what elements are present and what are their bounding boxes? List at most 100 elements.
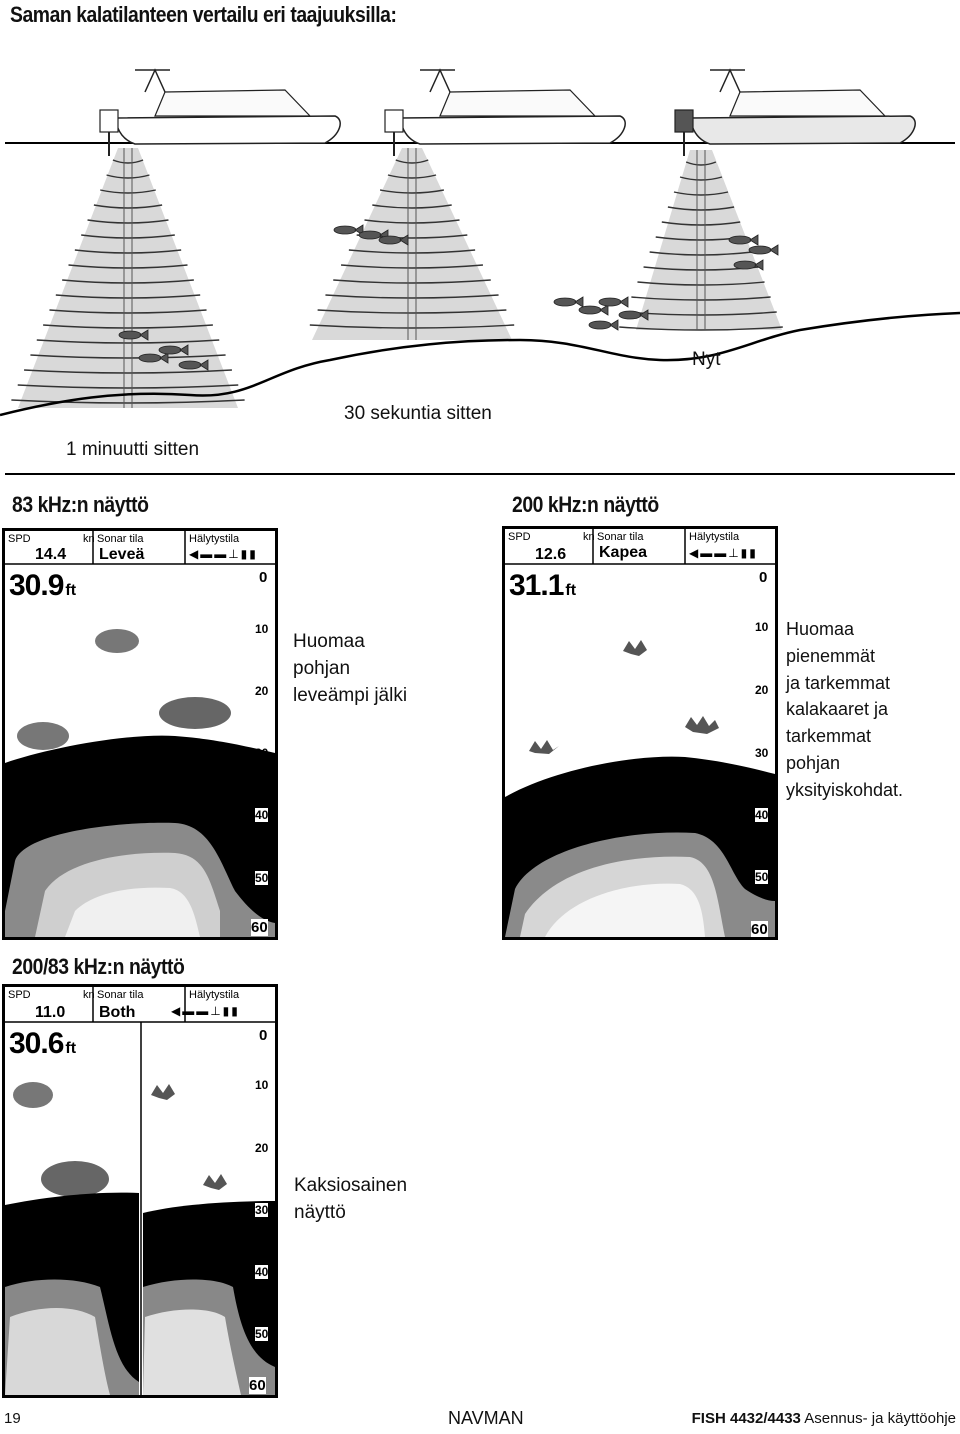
- fish-echo: [203, 1174, 227, 1190]
- fish-echo: [41, 1161, 109, 1197]
- sonar-mode-value: Both: [99, 1004, 135, 1022]
- alarm-icons: ◀▬▬⊥▮▮: [171, 1004, 240, 1018]
- depth-tick: 40: [255, 1265, 268, 1279]
- brand-name: NAVMAN: [448, 1408, 524, 1429]
- depth-unit: ft: [65, 1040, 76, 1057]
- fish-echo: [159, 697, 231, 729]
- speed-unit-label: kn: [583, 531, 595, 543]
- fish-echo: [17, 722, 69, 750]
- depth-tick: 40: [255, 808, 268, 822]
- alarm-status-label: Hälytystila: [189, 989, 239, 1001]
- depth-tick: 60: [751, 921, 768, 938]
- caption-line: ja tarkemmat: [786, 670, 903, 697]
- alarm-icons: ◀▬▬⊥▮▮: [189, 547, 258, 561]
- label-now: Nyt: [692, 346, 721, 373]
- depth-tick: 0: [759, 569, 767, 586]
- depth-tick: 30: [255, 1203, 268, 1217]
- document-title-rest: Asennus- ja käyttöohje: [801, 1410, 956, 1427]
- depth-tick: 40: [755, 808, 768, 822]
- fish-echo: [95, 629, 139, 653]
- fish-echo: [151, 1084, 175, 1100]
- alarm-status-label: Hälytystila: [189, 533, 239, 545]
- section-title-200khz: 200 kHz:n näyttö: [512, 492, 659, 518]
- caption-line: leveämpi jälki: [293, 682, 407, 709]
- alarm-status-label: Hälytystila: [689, 531, 739, 543]
- boat: [385, 70, 625, 156]
- speed-value: 12.6: [535, 546, 566, 564]
- caption-line: pohjan: [786, 750, 903, 777]
- depth-tick: 20: [755, 683, 768, 697]
- caption-line: tarkemmat: [786, 723, 903, 750]
- depth-tick: 10: [255, 1078, 268, 1092]
- caption-line: pienemmät: [786, 643, 903, 670]
- depth-tick: 50: [255, 871, 268, 885]
- depth-value: 31.1: [509, 569, 563, 602]
- document-title-model: FISH 4432/4433: [692, 1410, 801, 1427]
- sonar-mode-label: Sonar tila: [97, 989, 143, 1001]
- sonar-mode-label: Sonar tila: [597, 531, 643, 543]
- caption-line: Kaksiosainen: [294, 1172, 407, 1199]
- caption-line: pohjan: [293, 655, 407, 682]
- speed-value: 11.0: [35, 1004, 65, 1022]
- depth-tick: 0: [259, 569, 267, 586]
- caption-line: Huomaa: [293, 628, 407, 655]
- depth-tick: 20: [255, 684, 268, 698]
- sonar-screen-200khz: SPD kn Sonar tila Hälytystila 12.6 Kapea…: [502, 526, 778, 940]
- fish-icon: [589, 320, 618, 330]
- alarm-icons: ◀▬▬⊥▮▮: [689, 546, 758, 560]
- section-title-83khz: 83 kHz:n näyttö: [12, 492, 148, 518]
- sonar-mode-value: Leveä: [99, 546, 144, 564]
- section-title-dual: 200/83 kHz:n näyttö: [12, 954, 184, 980]
- fish-echo: [13, 1082, 53, 1108]
- depth-tick: 60: [249, 1377, 266, 1394]
- caption-dual: Kaksiosainen näyttö: [294, 1172, 407, 1226]
- depth-value: 30.6: [9, 1027, 63, 1060]
- sonar-screen-dual: SPD kn Sonar tila Hälytystila 11.0 Both …: [2, 984, 278, 1398]
- depth-tick: 30: [755, 746, 768, 760]
- fish-echo: [529, 740, 559, 754]
- fish-icon: [734, 260, 763, 270]
- fish-icon: [579, 305, 608, 315]
- speed-label: SPD: [8, 989, 31, 1001]
- speed-value: 14.4: [35, 546, 66, 564]
- page-title: Saman kalatilanteen vertailu eri taajuuk…: [10, 2, 396, 28]
- depth-unit: ft: [565, 582, 576, 599]
- label-1-minute-ago: 1 minuutti sitten: [66, 436, 199, 463]
- depth-tick: 60: [251, 919, 268, 936]
- caption-line: näyttö: [294, 1199, 407, 1226]
- fish-icon: [334, 225, 363, 235]
- speed-unit-label: kn: [83, 989, 95, 1001]
- speed-label: SPD: [8, 533, 31, 545]
- caption-200khz: Huomaa pienemmät ja tarkemmat kalakaaret…: [786, 616, 903, 804]
- sonar-mode-value: Kapea: [599, 544, 647, 562]
- caption-83khz: Huomaa pohjan leveämpi jälki: [293, 628, 407, 709]
- depth-tick: 50: [755, 870, 768, 884]
- depth-tick: 30: [255, 746, 268, 760]
- caption-line: Huomaa: [786, 616, 903, 643]
- depth-tick: 20: [255, 1141, 268, 1155]
- depth-tick: 0: [259, 1027, 267, 1044]
- depth-tick: 10: [755, 620, 768, 634]
- fish-echo: [685, 716, 719, 734]
- depth-value: 30.9: [9, 569, 63, 602]
- section-divider: [5, 473, 955, 475]
- depth-readout: 30.9ft: [9, 569, 76, 603]
- depth-unit: ft: [65, 582, 76, 599]
- depth-tick: 50: [255, 1327, 268, 1341]
- fish-echo: [623, 640, 647, 656]
- page-number: 19: [4, 1410, 21, 1427]
- boat: [675, 70, 915, 156]
- caption-line: yksityiskohdat.: [786, 777, 903, 804]
- boat-sonar-illustration: [0, 40, 960, 460]
- depth-tick: 10: [255, 622, 268, 636]
- caption-line: kalakaaret ja: [786, 696, 903, 723]
- speed-label: SPD: [508, 531, 531, 543]
- sonar-screen-83khz: SPD kn Sonar tila Hälytystila 14.4 Leveä…: [2, 528, 278, 940]
- fish-icon: [749, 245, 778, 255]
- speed-unit-label: kn: [83, 533, 95, 545]
- fish-icon: [599, 297, 628, 307]
- boat: [100, 70, 340, 156]
- fish-icon: [554, 297, 583, 307]
